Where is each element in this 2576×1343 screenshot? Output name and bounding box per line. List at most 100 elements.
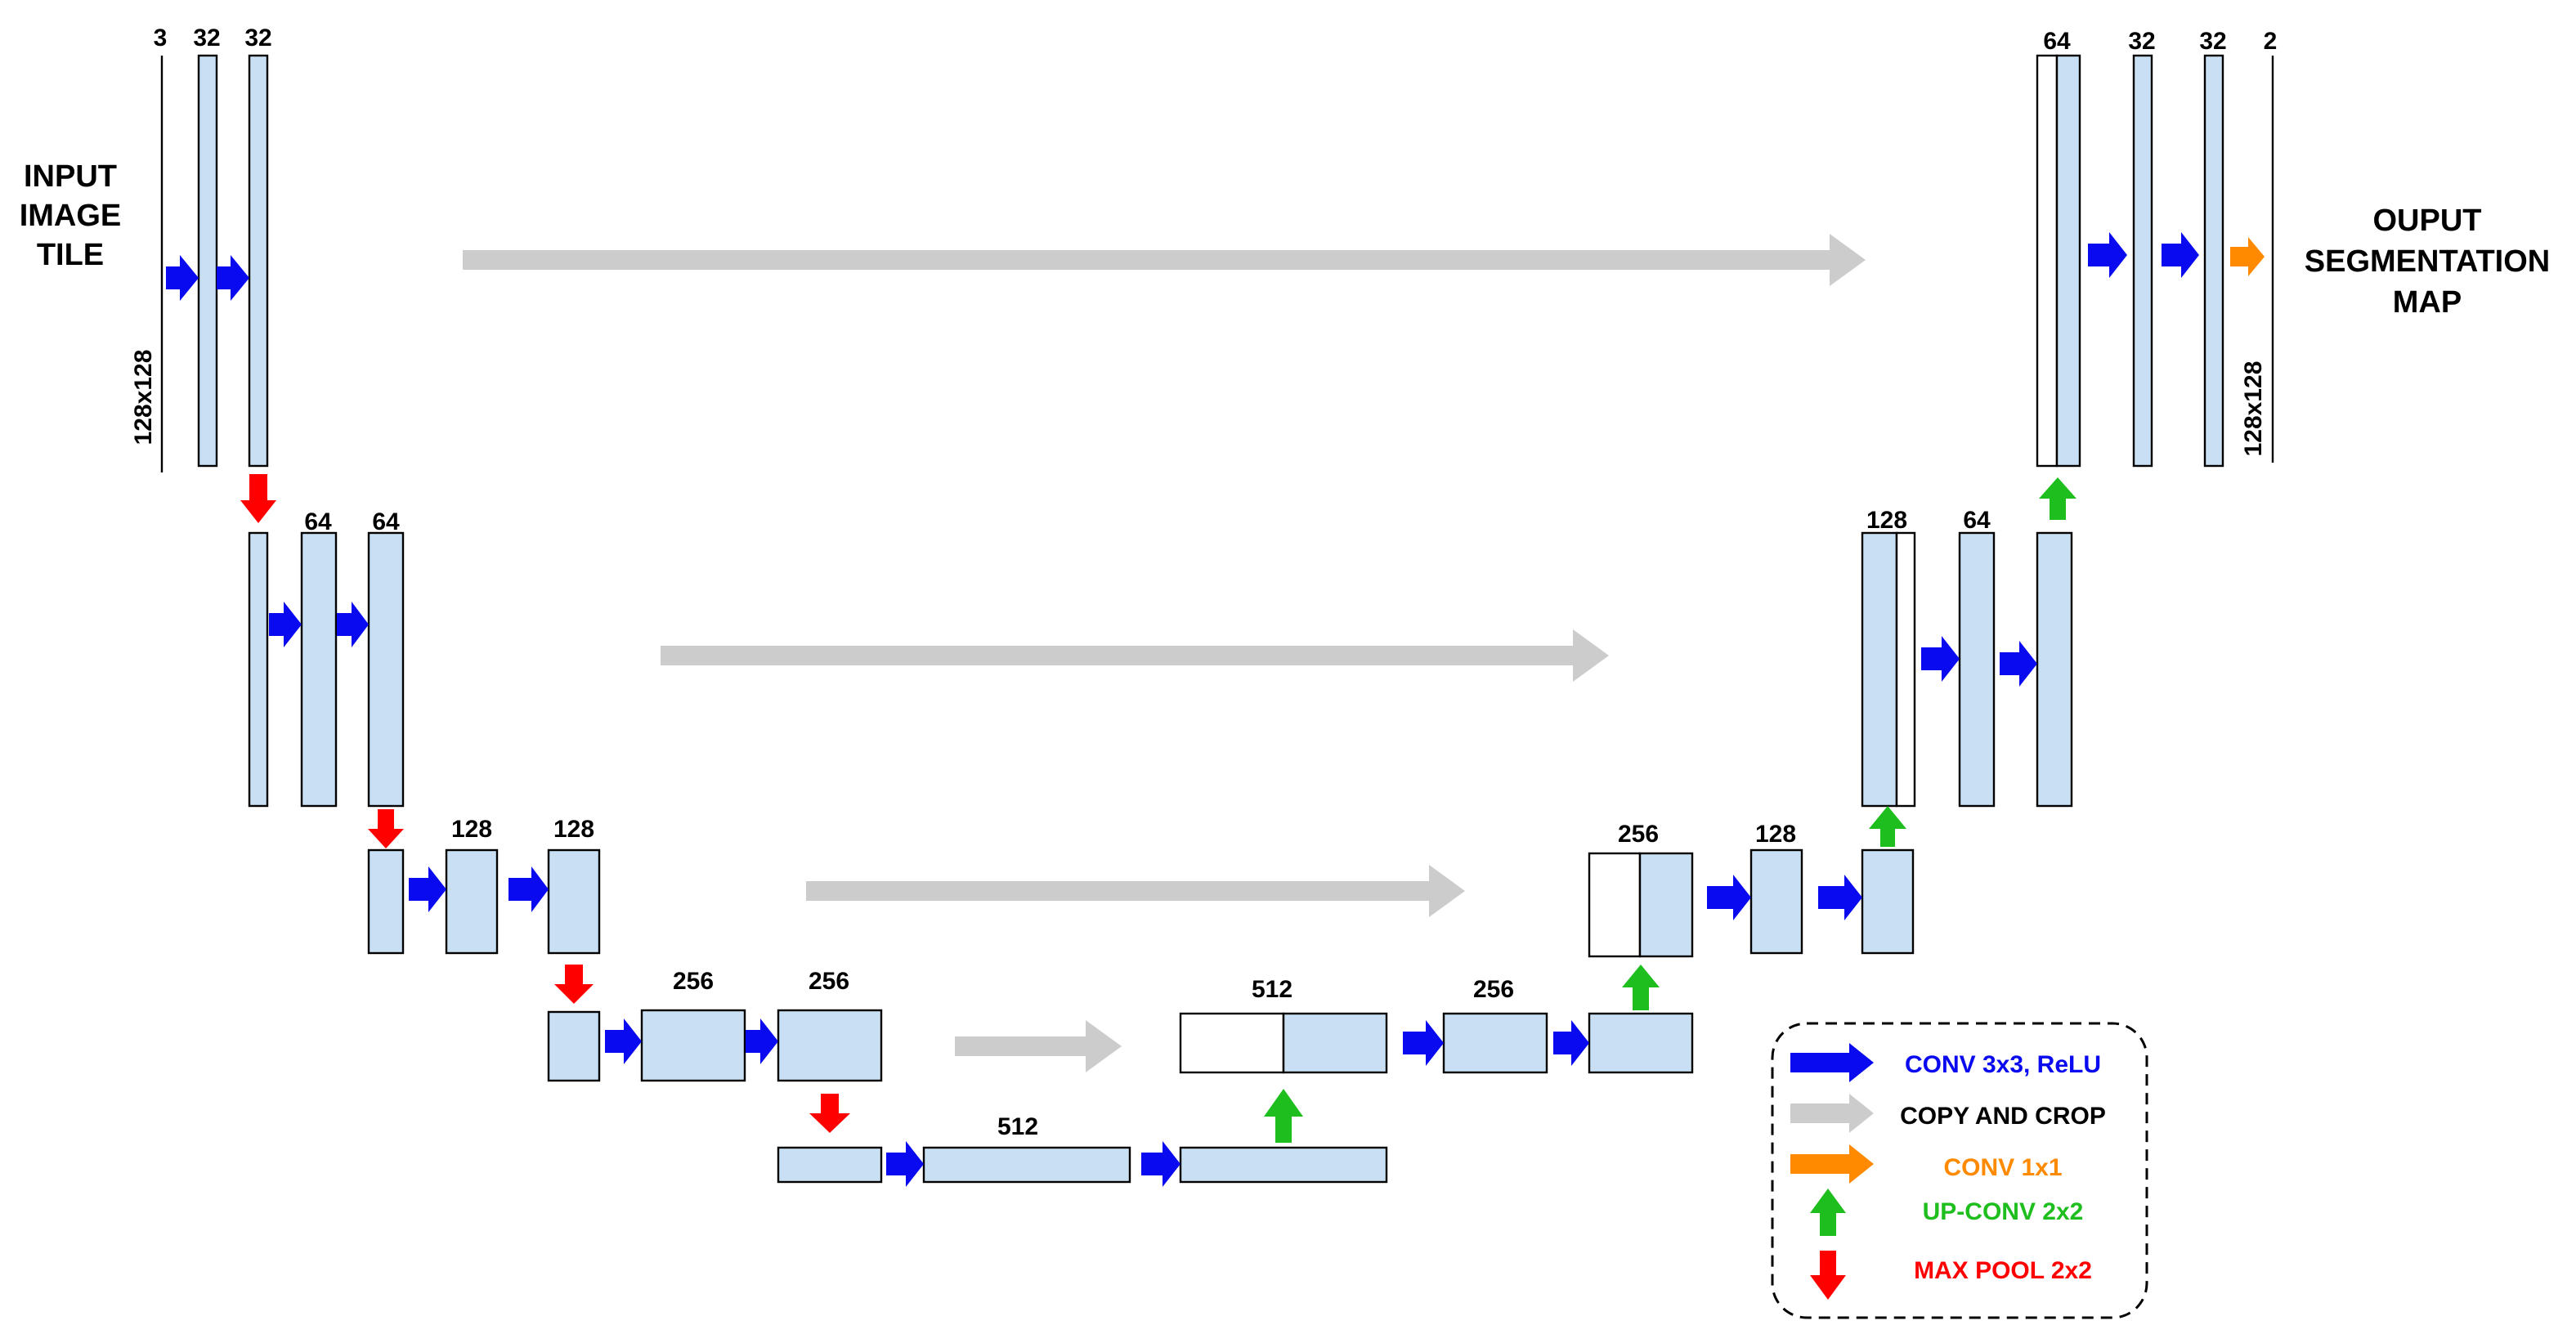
legend-gray-right-arrow-icon (1790, 1094, 1874, 1133)
conv-arrow (1553, 1020, 1589, 1066)
dec1-channels-concat: 64 (2043, 28, 2071, 55)
copy-crop-arrow-level2 (661, 629, 1609, 682)
enc3-feature-map-b (547, 848, 601, 955)
dec2-channels-a: 64 (1963, 507, 1991, 534)
conv-arrow (337, 602, 369, 647)
dec1-feature-map-a (2132, 54, 2153, 468)
enc1-feature-map-a (197, 54, 218, 468)
enc4-feature-map-a (640, 1009, 746, 1082)
conv-arrow (746, 1018, 778, 1064)
dec2-channels-concat: 128 (1866, 507, 1907, 534)
copy-crop-arrow-level1 (463, 234, 1866, 286)
enc3-channels-a: 128 (451, 816, 492, 843)
legend-label-conv1x1: CONV 1x1 (1943, 1154, 2062, 1181)
dec2-feature-map-a (1958, 531, 1996, 808)
conv-arrow (1403, 1020, 1444, 1066)
conv-arrow (269, 602, 302, 647)
conv-arrow (2088, 232, 2127, 278)
output-title-line-1: OUPUT (2373, 204, 2482, 238)
output-title-line-3: MAP (2393, 285, 2462, 320)
enc2-feature-map-b (367, 531, 405, 808)
enc4-channels-a: 256 (673, 968, 714, 995)
dec1-channels-b: 32 (2199, 28, 2226, 55)
conv-arrow (605, 1018, 642, 1064)
bottleneck-feature-map-b (1179, 1146, 1388, 1184)
enc4-input-map (547, 1010, 601, 1082)
dec3-cropped-copy (1588, 852, 1642, 958)
upconv-arrow (1869, 806, 1906, 847)
input-title-line-1: INPUT (24, 159, 117, 194)
enc3-feature-map-a (445, 848, 499, 955)
enc3-input-map (367, 848, 405, 955)
bottleneck-channels: 512 (997, 1113, 1038, 1140)
dec4-feature-map-b (1588, 1012, 1694, 1074)
output-size-label: 128x128 (2240, 361, 2267, 457)
input-channels-3: 3 (154, 25, 168, 51)
conv-arrow (1818, 875, 1862, 920)
dec3-feature-map-b (1861, 848, 1915, 955)
enc4-channels-b: 256 (809, 968, 849, 995)
dec4-channels-concat: 512 (1252, 976, 1292, 1003)
copy-crop-arrows (463, 234, 1866, 1072)
legend-orange-right-arrow-icon (1790, 1144, 1874, 1184)
upconv-arrow (1622, 965, 1660, 1010)
conv-arrow (886, 1141, 924, 1187)
dec3-feature-map-a (1749, 848, 1803, 955)
bottleneck-input-map (777, 1146, 883, 1184)
dec1-feature-map-b (2203, 54, 2224, 468)
legend-box (1771, 1022, 2148, 1319)
upconv-arrow (2039, 477, 2076, 520)
conv-arrow (2162, 232, 2199, 278)
dec1-upconv-map (2055, 54, 2081, 468)
conv-arrow (166, 255, 199, 301)
dec4-feature-map-a (1442, 1012, 1548, 1074)
enc1-feature-map-b (248, 54, 269, 468)
dec2-upconv-map (1861, 531, 1898, 808)
conv-arrow (409, 866, 446, 912)
maxpool-arrow (809, 1094, 850, 1133)
maxpool-arrows (240, 474, 850, 1133)
enc3-channels-b: 128 (553, 816, 594, 843)
dec1-channels-a: 32 (2128, 28, 2155, 55)
legend-green-up-arrow-icon (1810, 1189, 1846, 1236)
maxpool-arrow (240, 474, 276, 523)
legend-label-upconv: UP-CONV 2x2 (1923, 1198, 2084, 1225)
legend-label-copy-crop: COPY AND CROP (1900, 1103, 2106, 1130)
maxpool-arrow (554, 965, 594, 1004)
enc2-input-map (248, 531, 269, 808)
dec4-cropped-copy (1179, 1012, 1285, 1074)
upconv-arrow (1264, 1089, 1303, 1143)
copy-crop-arrow-level3 (806, 865, 1465, 917)
conv-arrow (217, 255, 249, 301)
conv-arrow (2000, 641, 2037, 687)
dec3-upconv-map (1638, 852, 1694, 958)
upconv-arrows (1264, 477, 2076, 1143)
conv-arrow (1141, 1141, 1180, 1187)
enc1-channels-b: 32 (244, 25, 271, 51)
bottleneck-feature-map-a (922, 1146, 1131, 1184)
legend-label-maxpool: MAX POOL 2x2 (1914, 1257, 2092, 1284)
conv1x1-arrow (2230, 237, 2265, 276)
dec3-channels-concat: 256 (1618, 821, 1659, 848)
output-channels-2: 2 (2264, 28, 2278, 55)
legend-label-conv3x3: CONV 3x3, ReLU (1905, 1051, 2101, 1078)
legend-red-down-arrow-icon (1810, 1251, 1846, 1300)
conv-arrows (166, 232, 2199, 1187)
enc4-feature-map-b (777, 1009, 883, 1082)
dec1-cropped-copy (2036, 54, 2059, 468)
copy-crop-arrow-level4 (955, 1020, 1122, 1072)
conv-arrow (508, 866, 549, 912)
enc2-channels-a: 64 (304, 508, 332, 535)
dec4-upconv-map (1282, 1012, 1388, 1074)
conv-arrow (1707, 875, 1751, 920)
input-size-label: 128x128 (130, 350, 157, 445)
conv-arrow (1921, 636, 1960, 682)
enc2-channels-b: 64 (372, 508, 400, 535)
input-title-line-3: TILE (37, 238, 104, 272)
dec2-cropped-copy (1895, 531, 1916, 808)
enc1-channels-a: 32 (193, 25, 220, 51)
maxpool-arrow (368, 809, 404, 848)
dec4-channels-a: 256 (1473, 976, 1514, 1003)
enc2-feature-map-a (300, 531, 338, 808)
